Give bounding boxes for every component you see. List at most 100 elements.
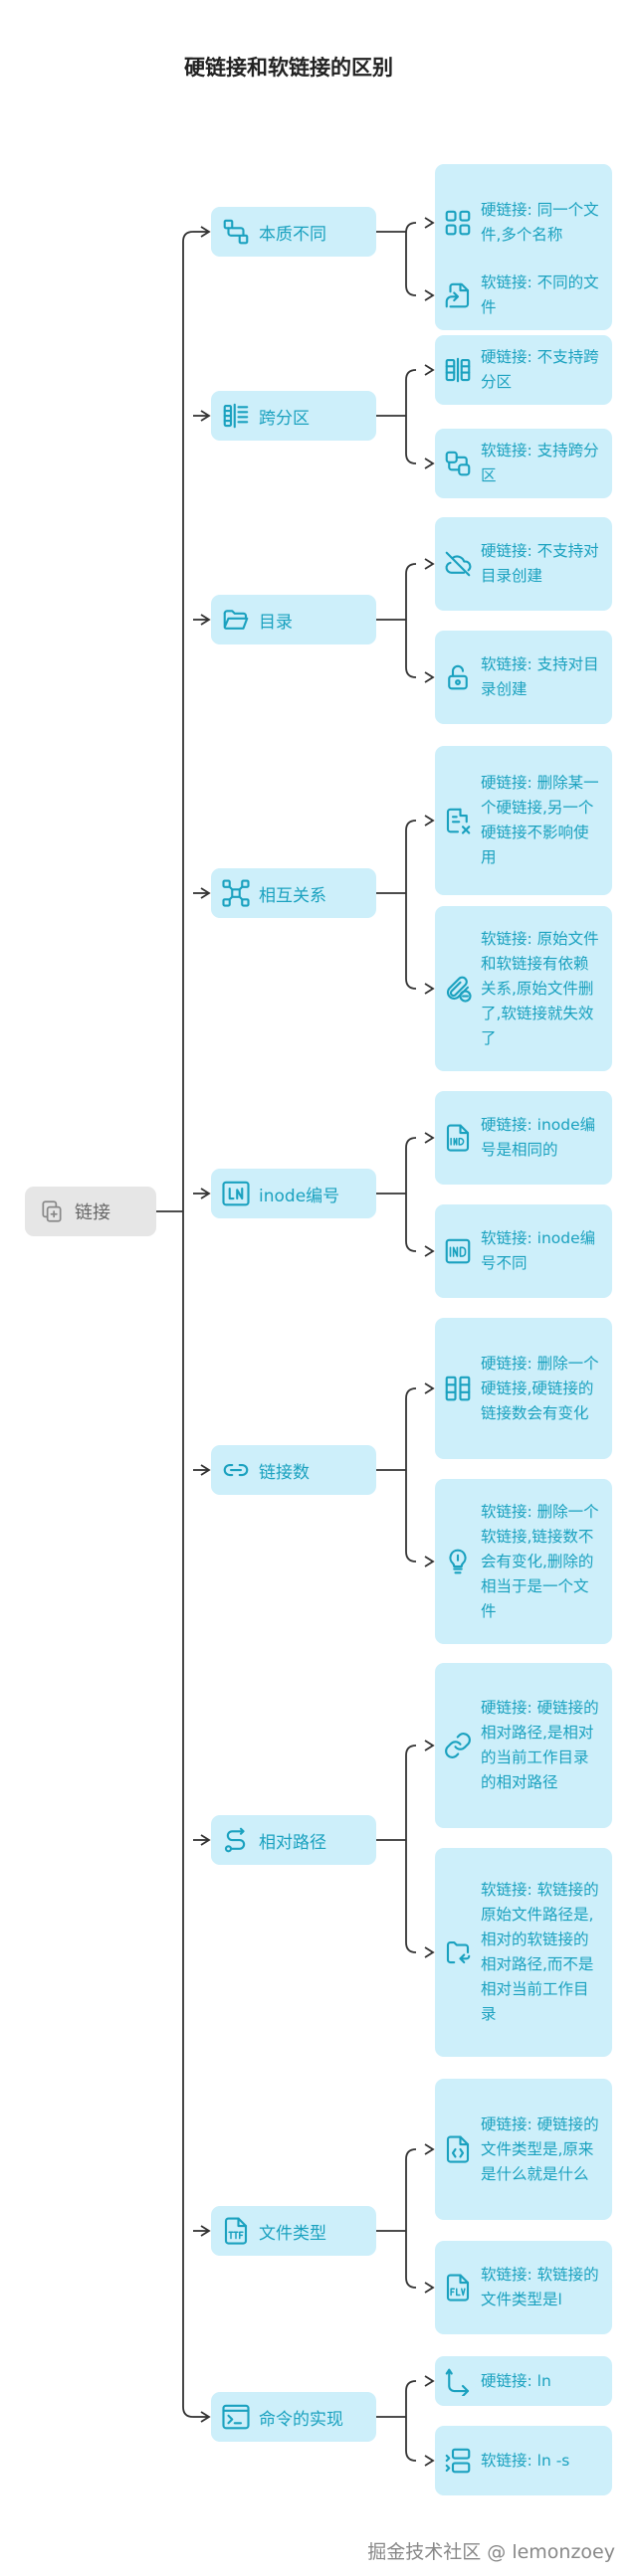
leaf-arrow (424, 458, 435, 469)
category-label: 链接数 (259, 1462, 310, 1483)
ttf-file-icon (221, 2216, 251, 2246)
category-label: 文件类型 (259, 2223, 326, 2244)
category-node[interactable]: 本质不同 (211, 207, 376, 257)
leaf-label: 硬链接: 硬链接的相对路径,是相对的当前工作目录的相对路径 (481, 1699, 599, 1791)
leaf-arrow (424, 1740, 435, 1751)
leaf-label: 软链接: 软链接的原始文件路径是,相对的软链接的相对路径,而不是相对当前工作目录 (481, 1881, 599, 2023)
link-icon (221, 1455, 251, 1485)
leaf-label: 软链接: ln -s (481, 2451, 570, 2470)
branch-arrow (200, 887, 211, 899)
category-node[interactable]: 目录 (211, 595, 376, 644)
leaf-label: 软链接: inode编号不同 (481, 1229, 596, 1272)
leaf-label: 软链接: 支持跨分区 (481, 442, 599, 484)
category-node[interactable]: 命令的实现 (211, 2392, 376, 2442)
cloud-off-icon (443, 549, 473, 579)
branch-arrow (200, 1834, 211, 1846)
leaf-arrow (424, 217, 435, 229)
branch-arrow (200, 614, 211, 626)
leaf-arrow (424, 2143, 435, 2155)
leaf-arrow (424, 1132, 435, 1144)
leaf-node[interactable]: 软链接: ln -s (435, 2426, 612, 2495)
leaf-label: 软链接: 删除一个软链接,链接数不会有变化,删除的相当于是一个文件 (481, 1502, 599, 1620)
category-node[interactable]: 相对路径 (211, 1815, 376, 1865)
partition-split-icon (443, 355, 473, 385)
category-label: 相互关系 (259, 885, 326, 906)
leaf-bracket (405, 222, 417, 296)
category-node[interactable]: 链接数 (211, 1445, 376, 1495)
category-label: 跨分区 (259, 408, 310, 429)
leaf-arrow (424, 2375, 435, 2387)
leaf-arrow (424, 1245, 435, 1257)
leaf-label: 硬链接: 不支持对目录创建 (481, 542, 599, 585)
leaf-node[interactable]: 软链接: 软链接的文件类型是l (435, 2241, 612, 2334)
leaf-arrow (424, 2282, 435, 2294)
leaf-node[interactable]: 硬链接: inode编号是相同的 (435, 1091, 612, 1185)
branch-arrow (200, 226, 211, 238)
leaf-bracket (405, 563, 417, 678)
branch-arrow (200, 1464, 211, 1476)
partition-link-icon (443, 449, 473, 478)
category-label: 本质不同 (259, 224, 326, 245)
leaf-node[interactable]: 硬链接: 不支持跨分区 (435, 335, 612, 405)
ln-badge-icon (221, 1179, 251, 1208)
category-node[interactable]: 相互关系 (211, 868, 376, 918)
branch-arrow (200, 1188, 211, 1199)
leaf-node[interactable]: 软链接: 支持跨分区 (435, 429, 612, 498)
network-icon (221, 878, 251, 908)
leaf-label: 软链接: 原始文件和软链接有依赖关系,原始文件删了,软链接就失效了 (481, 929, 599, 1047)
leaf-arrow (424, 558, 435, 570)
leaf-label: 硬链接: 删除一个硬链接,硬链接的链接数会有变化 (481, 1354, 599, 1422)
leaf-node[interactable]: 软链接: 删除一个软链接,链接数不会有变化,删除的相当于是一个文件 (435, 1479, 612, 1644)
leaf-arrow (424, 1946, 435, 1958)
branch-arrow (200, 2411, 211, 2423)
branch-arrow (200, 410, 211, 422)
leaf-node[interactable]: 硬链接: 删除一个硬链接,硬链接的链接数会有变化 (435, 1318, 612, 1459)
category-label: inode编号 (259, 1186, 340, 1206)
lock-open-icon (443, 662, 473, 692)
leaf-node[interactable]: 软链接: 软链接的原始文件路径是,相对的软链接的相对路径,而不是相对当前工作目录 (435, 1848, 612, 2057)
flv-file-icon (443, 2273, 473, 2302)
leaf-node[interactable]: 软链接: 原始文件和软链接有依赖关系,原始文件删了,软链接就失效了 (435, 906, 612, 1071)
leaf-arrow (424, 364, 435, 376)
leaf-node[interactable]: 硬链接: ln (435, 2356, 612, 2406)
leaf-label: 硬链接: inode编号是相同的 (481, 1116, 596, 1159)
root-node[interactable]: 链接 (25, 1187, 156, 1236)
merge-icon (221, 217, 251, 247)
leaf-node[interactable]: 硬链接: 硬链接的相对路径,是相对的当前工作目录的相对路径 (435, 1663, 612, 1828)
file-plus-icon (39, 1198, 65, 1224)
terminal-icon (221, 2402, 251, 2432)
category-label: 相对路径 (259, 1832, 326, 1853)
branch-arrow (200, 2225, 211, 2237)
category-node[interactable]: 跨分区 (211, 391, 376, 441)
corner-arrow-icon (443, 2366, 473, 2396)
file-shortcut-icon (443, 280, 473, 310)
leaf-bracket (405, 1137, 417, 1252)
leaf-bracket (405, 2380, 417, 2462)
leaf-node[interactable]: 软链接: 支持对目录创建 (435, 631, 612, 724)
leaf-node[interactable]: 硬链接: 硬链接的文件类型是,原来是什么就是什么 (435, 2079, 612, 2220)
leaf-arrow (424, 1382, 435, 1394)
folder-open-icon (221, 605, 251, 635)
folder-return-icon (443, 1937, 473, 1967)
leaf-bracket (405, 369, 417, 464)
leaf-label: 软链接: 软链接的文件类型是l (481, 2266, 599, 2308)
diagram-title: 硬链接和软链接的区别 (184, 56, 393, 80)
leaf-label: 硬链接: 删除某一个硬链接,另一个硬链接不影响使用 (481, 774, 599, 866)
leaf-arrow (424, 983, 435, 995)
leaf-node[interactable]: 软链接: inode编号不同 (435, 1204, 612, 1298)
file-x-icon (443, 806, 473, 835)
leaf-arrow (424, 815, 435, 827)
leaf-label: 硬链接: 同一个文件,多个名称 (481, 201, 599, 244)
leaf-arrow (424, 1556, 435, 1567)
category-node[interactable]: 文件类型 (211, 2206, 376, 2256)
leaf-node[interactable]: 硬链接: 不支持对目录创建 (435, 517, 612, 611)
leaf-label: 软链接: 不同的文件 (481, 274, 599, 316)
inode-file-icon (443, 1123, 473, 1153)
leaf-node[interactable]: 软链接: 不同的文件 (435, 261, 612, 330)
leaf-node[interactable]: 硬链接: 删除某一个硬链接,另一个硬链接不影响使用 (435, 746, 612, 895)
leaf-label: 硬链接: ln (481, 2371, 551, 2390)
file-brackets-icon (443, 2134, 473, 2164)
category-label: 命令的实现 (259, 2409, 343, 2430)
category-node[interactable]: inode编号 (211, 1169, 376, 1218)
